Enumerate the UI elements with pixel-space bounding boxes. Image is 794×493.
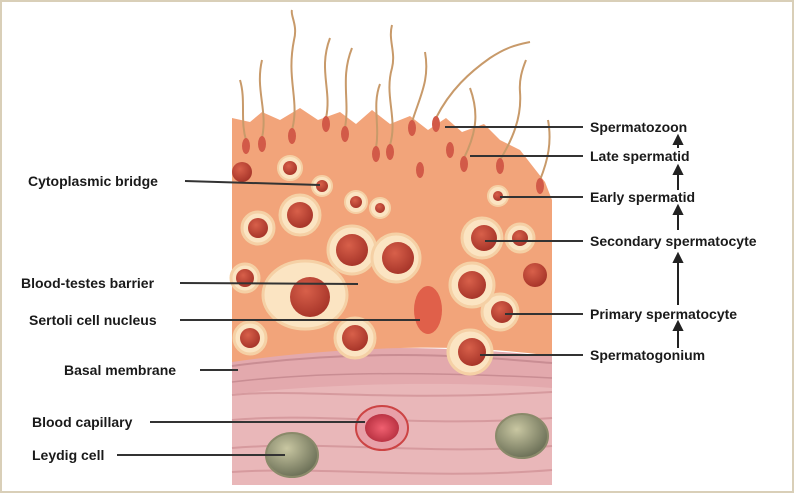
label-spermatozoon: Spermatozoon xyxy=(590,119,687,135)
label-blood-capillary: Blood capillary xyxy=(32,414,132,430)
label-sertoli-cell-nucleus: Sertoli cell nucleus xyxy=(29,312,157,328)
label-blood-testes-barrier: Blood-testes barrier xyxy=(21,275,154,291)
label-spermatogonium: Spermatogonium xyxy=(590,347,705,363)
label-leydig-cell: Leydig cell xyxy=(32,447,104,463)
label-early-spermatid: Early spermatid xyxy=(590,189,695,205)
sertoli-nucleus-shape xyxy=(414,286,442,334)
label-basal-membrane: Basal membrane xyxy=(64,362,176,378)
label-secondary-spermatocyte: Secondary spermatocyte xyxy=(590,233,757,249)
label-late-spermatid: Late spermatid xyxy=(590,148,690,164)
label-cytoplasmic-bridge: Cytoplasmic bridge xyxy=(28,173,158,189)
capillary-shape xyxy=(356,406,408,450)
label-primary-spermatocyte: Primary spermatocyte xyxy=(590,306,737,322)
